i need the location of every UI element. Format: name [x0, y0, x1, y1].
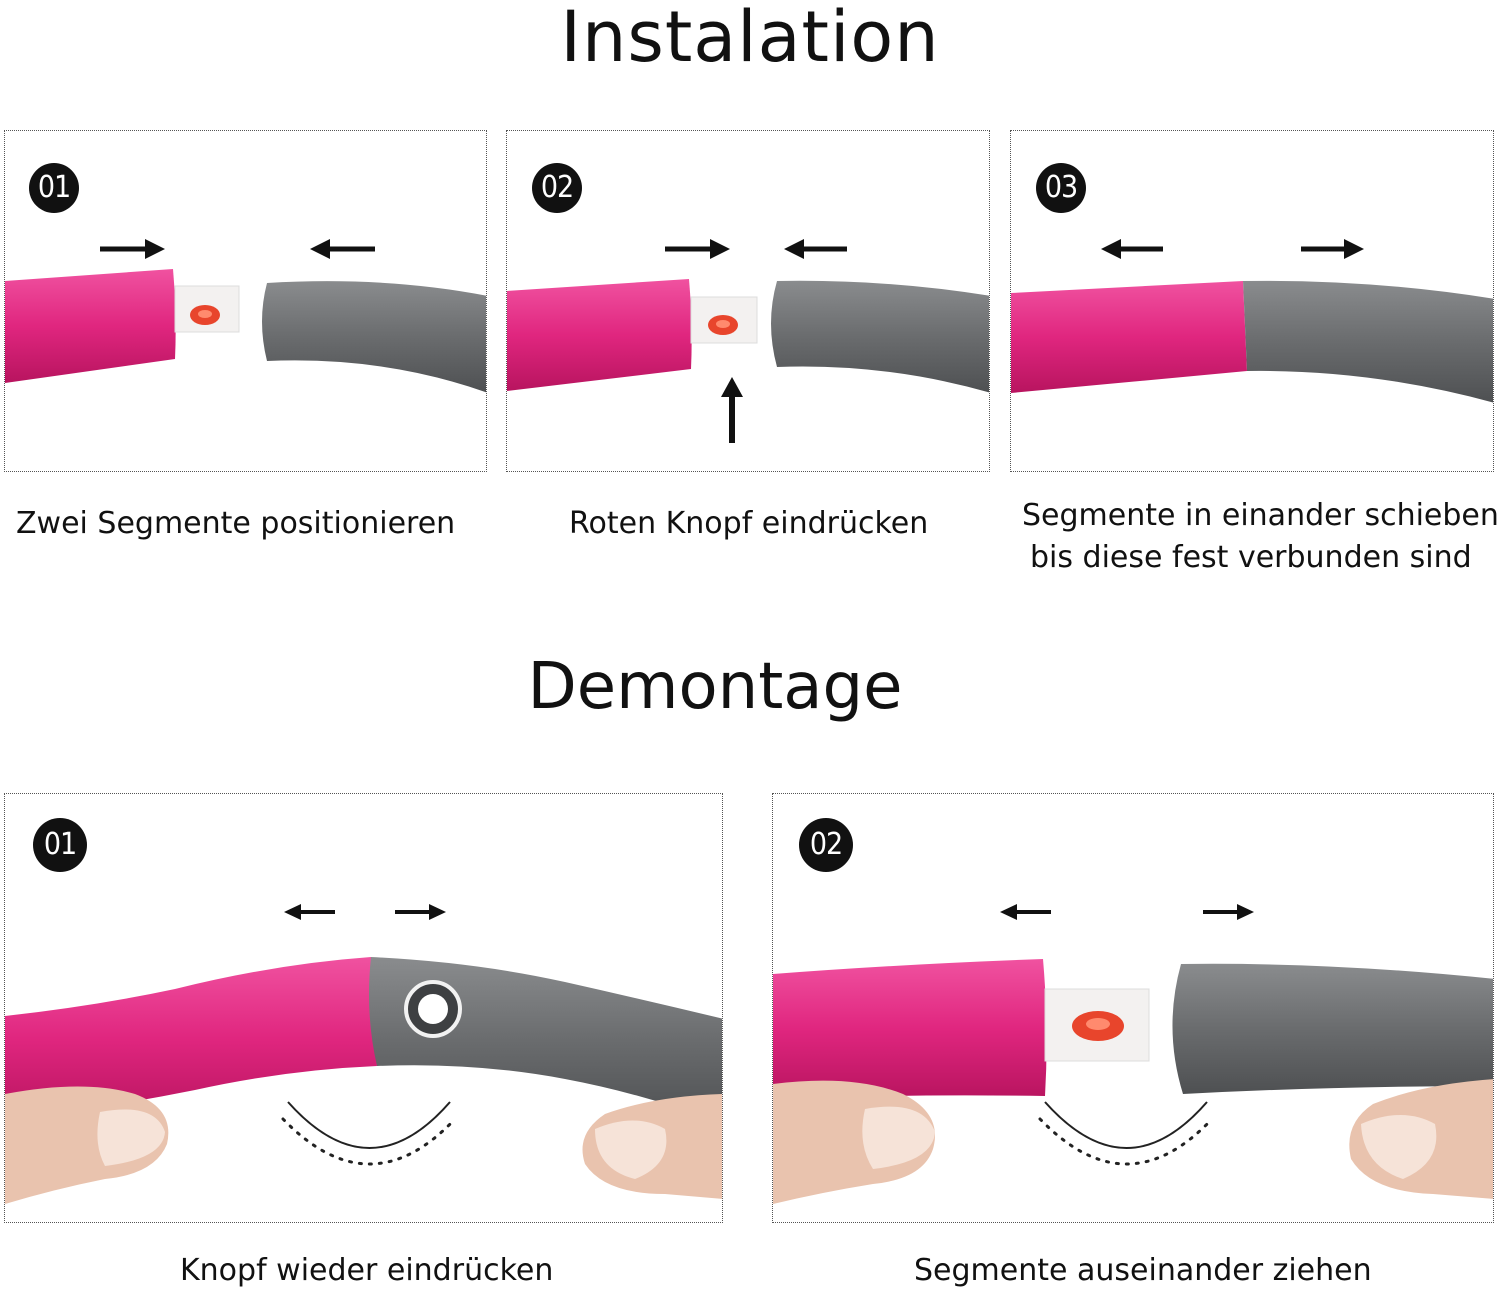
arrow-left-icon [1000, 904, 1051, 920]
arrow-left-icon [284, 904, 335, 920]
grey-segment [262, 281, 486, 393]
left-thumb-icon [5, 1086, 169, 1204]
step-number-badge: 02 [532, 163, 582, 213]
demontage-step-2-panel: 02 [772, 793, 1494, 1223]
demontage-title: Demontage [527, 650, 903, 724]
step-number-badge: 01 [33, 818, 87, 872]
bend-arc-solid [1044, 1101, 1208, 1149]
pink-segment [773, 959, 1047, 1099]
demontage-step-2-caption: Segmente auseinander ziehen [914, 1253, 1372, 1288]
demontage-step-1-illustration [5, 904, 722, 1204]
demontage-step-1-panel: 01 [4, 793, 723, 1223]
right-thumb-icon [1349, 1079, 1493, 1199]
pink-segment [5, 957, 377, 1120]
arrow-right-icon [395, 904, 446, 920]
step-number-badge: 03 [1036, 163, 1086, 213]
installation-title: Instalation [560, 0, 940, 78]
demontage-step-2-illustration [773, 904, 1493, 1204]
install-step-2-caption: Roten Knopf eindrücken [569, 506, 929, 541]
install-step-1-caption: Zwei Segmente positionieren [16, 506, 456, 541]
install-step-2-panel: 02 [506, 130, 990, 472]
arrow-left-icon [1101, 239, 1163, 259]
arrow-right-icon [665, 239, 730, 259]
push-button-icon [404, 980, 462, 1038]
install-step-3-caption-line1: Segmente in einander schieben [1022, 498, 1499, 533]
step-number-badge: 02 [799, 818, 853, 872]
bend-arc-dotted [1038, 1117, 1214, 1166]
pink-segment [1011, 281, 1247, 393]
bend-arc-dotted [281, 1117, 457, 1166]
pink-segment [5, 269, 176, 383]
grey-segment [771, 280, 989, 393]
arrow-up-icon [721, 377, 743, 443]
grey-segment [1243, 280, 1493, 403]
arrow-left-icon [310, 239, 375, 259]
step-number-badge: 01 [29, 163, 79, 213]
right-thumb-icon [582, 1094, 722, 1199]
install-step-2-illustration [507, 239, 989, 443]
left-thumb-icon [773, 1080, 935, 1204]
bend-arc-solid [287, 1101, 451, 1149]
install-step-1-illustration [5, 239, 486, 393]
grey-segment [1172, 963, 1493, 1094]
install-step-3-caption-line2: bis diese fest verbunden sind [1030, 540, 1472, 575]
install-step-3-panel: 03 [1010, 130, 1494, 472]
arrow-right-icon [100, 239, 165, 259]
arrow-right-icon [1203, 904, 1254, 920]
install-step-1-panel: 01 [4, 130, 487, 472]
install-step-3-illustration [1011, 239, 1493, 403]
pink-segment [507, 279, 692, 391]
arrow-left-icon [784, 239, 847, 259]
demontage-step-1-caption: Knopf wieder eindrücken [180, 1253, 554, 1288]
arrow-right-icon [1301, 239, 1364, 259]
